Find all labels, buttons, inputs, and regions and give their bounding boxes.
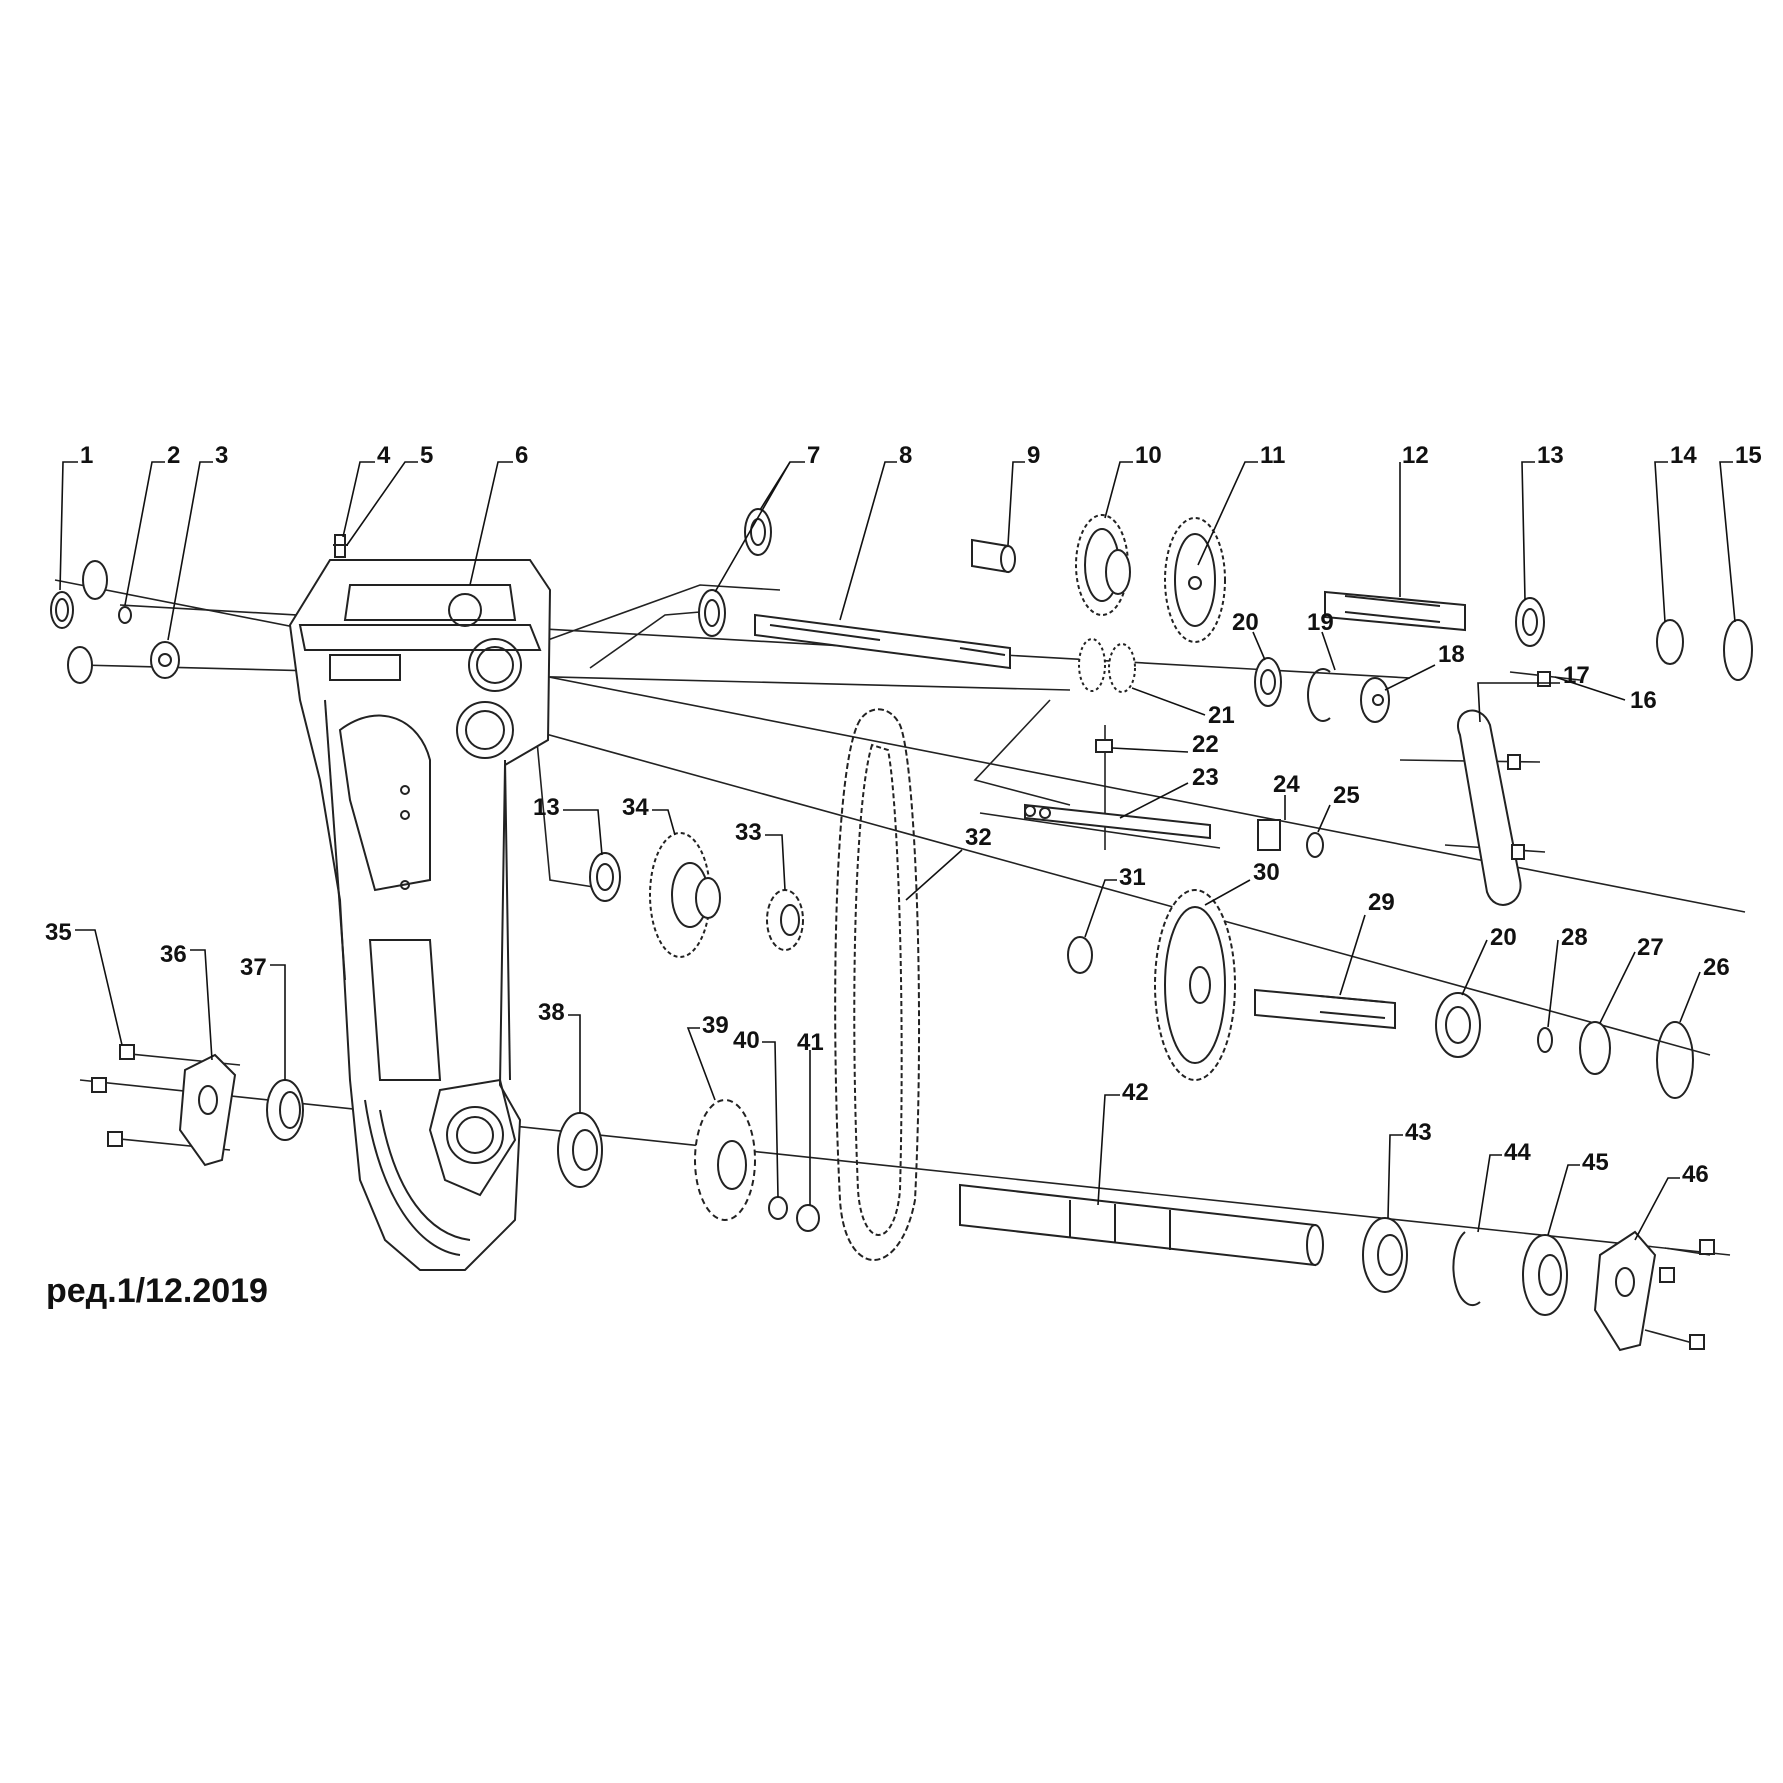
part-label: 18 xyxy=(1438,641,1465,668)
bearing-13-lower xyxy=(589,852,621,902)
circlip-44 xyxy=(1452,1231,1481,1307)
left-seals xyxy=(50,560,180,684)
part-label: 29 xyxy=(1368,889,1395,916)
sprocket-33 xyxy=(766,889,804,951)
part-label: 25 xyxy=(1333,782,1360,809)
bolts-16 xyxy=(1507,671,1551,860)
part-label: 7 xyxy=(807,442,820,469)
part-label: 46 xyxy=(1682,1161,1709,1188)
part-label: 2 xyxy=(167,442,180,469)
chain-32 xyxy=(834,708,921,1261)
gear-30 xyxy=(1154,889,1236,1081)
gear-10 xyxy=(1075,514,1131,616)
part-label: 17 xyxy=(1563,662,1590,689)
circlip-19 xyxy=(1307,668,1331,722)
part-label: 44 xyxy=(1504,1139,1531,1166)
part-label: 13 xyxy=(1537,442,1564,469)
part-label: 8 xyxy=(899,442,912,469)
part-label: 22 xyxy=(1192,731,1219,758)
part-label: 12 xyxy=(1402,442,1429,469)
part-label: 19 xyxy=(1307,609,1334,636)
gearbox-housing xyxy=(288,559,552,1271)
part-label: 41 xyxy=(797,1029,824,1056)
seal-37 xyxy=(266,1079,304,1141)
part-label: 11 xyxy=(1260,442,1285,469)
part-label: 9 xyxy=(1027,442,1040,469)
flange-36 xyxy=(178,1053,237,1167)
gear-21 xyxy=(1078,638,1136,693)
splined-shaft-12 xyxy=(1324,590,1466,632)
part-labels: 1 2 3 4 5 6 7 8 9 10 11 12 13 14 15 16 1… xyxy=(45,442,1762,1188)
ring-26 xyxy=(1656,1021,1694,1099)
part-label: 14 xyxy=(1670,442,1697,469)
part-label: 39 xyxy=(702,1012,729,1039)
cover-17 xyxy=(1457,709,1522,906)
bushing-31 xyxy=(1067,936,1093,974)
nut-41 xyxy=(796,1204,820,1232)
breather-plug xyxy=(333,534,348,558)
part-label: 21 xyxy=(1208,702,1235,729)
seal-14 xyxy=(1656,619,1684,665)
part-label: 5 xyxy=(420,442,433,469)
bushing-9 xyxy=(971,538,1016,574)
bearing-13-upper xyxy=(1515,597,1545,647)
washer-18 xyxy=(1360,677,1390,723)
part-label: 15 xyxy=(1735,442,1762,469)
seal-45 xyxy=(1522,1234,1568,1316)
bolt-22 xyxy=(1095,739,1113,753)
part-label: 26 xyxy=(1703,954,1730,981)
part-label: 28 xyxy=(1561,924,1588,951)
splined-shaft-8 xyxy=(754,613,1011,670)
part-label: 34 xyxy=(622,794,649,821)
flange-46 xyxy=(1593,1230,1715,1352)
part-label: 6 xyxy=(515,442,528,469)
ring-15 xyxy=(1723,619,1753,681)
part-label: 23 xyxy=(1192,764,1219,791)
leader-lines xyxy=(59,461,1736,1241)
part-label: 30 xyxy=(1253,859,1280,886)
shift-shaft-23 xyxy=(1024,803,1211,840)
sprocket-39 xyxy=(694,1099,756,1221)
gear-34 xyxy=(649,832,721,958)
part-label: 10 xyxy=(1135,442,1162,469)
part-label: 4 xyxy=(377,442,391,469)
part-label: 13 xyxy=(533,794,560,821)
splined-shaft-29 xyxy=(1254,988,1396,1030)
part-label: 42 xyxy=(1122,1079,1149,1106)
washer-40 xyxy=(768,1196,788,1220)
part-label: 3 xyxy=(215,442,228,469)
part-label: 37 xyxy=(240,954,267,981)
part-label: 20 xyxy=(1490,924,1517,951)
part-label: 40 xyxy=(733,1027,760,1054)
part-label: 38 xyxy=(538,999,565,1026)
bearing-20-upper xyxy=(1254,657,1282,707)
bearing-7 xyxy=(698,508,772,637)
bearing-38 xyxy=(557,1112,603,1188)
part-label: 24 xyxy=(1273,771,1300,798)
part-label: 35 xyxy=(45,919,72,946)
bearing-43 xyxy=(1362,1217,1408,1293)
part-label: 27 xyxy=(1637,934,1664,961)
washer-28 xyxy=(1537,1027,1553,1053)
bolts-35 xyxy=(91,1044,135,1147)
spacer-25 xyxy=(1306,832,1324,858)
part-label: 1 xyxy=(80,442,93,469)
part-label: 45 xyxy=(1582,1149,1609,1176)
output-shaft-42 xyxy=(959,1183,1324,1267)
shift-fork-24 xyxy=(1257,819,1281,851)
bearing-20-lower xyxy=(1435,992,1481,1058)
part-label: 36 xyxy=(160,941,187,968)
part-label: 16 xyxy=(1630,687,1657,714)
part-label: 33 xyxy=(735,819,762,846)
seal-27 xyxy=(1579,1021,1611,1075)
gear-11 xyxy=(1164,517,1226,643)
revision-label: ред.1/12.2019 xyxy=(46,1272,268,1310)
part-label: 31 xyxy=(1119,864,1146,891)
part-label: 43 xyxy=(1405,1119,1432,1146)
part-label: 20 xyxy=(1232,609,1259,636)
part-label: 32 xyxy=(965,824,992,851)
